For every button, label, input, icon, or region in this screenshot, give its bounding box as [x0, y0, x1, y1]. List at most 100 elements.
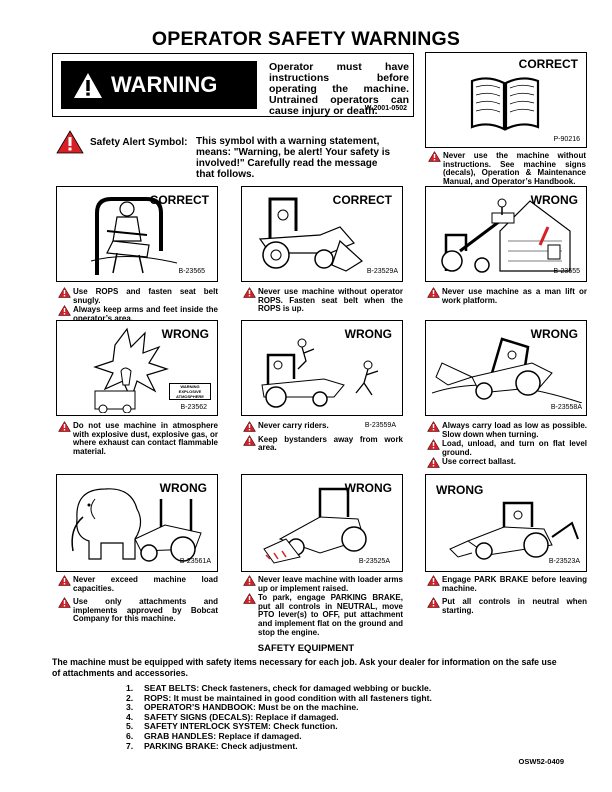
alert-triangle-icon	[427, 597, 440, 608]
panel-label: WRONG	[344, 327, 392, 341]
tipping-tractor-illustration	[432, 337, 582, 403]
caption-text: Always carry load as low as possible. Sl…	[442, 421, 587, 439]
caption-man-lift: Never use machine as a man lift or work …	[427, 287, 587, 306]
list-item: 2.ROPS: It must be maintained in good co…	[126, 692, 432, 703]
caption-rops: Never use machine without operator ROPS.…	[243, 287, 403, 315]
manual-book-icon	[470, 77, 540, 131]
operator-seated-illustration	[90, 197, 178, 275]
list-item: 3.OPERATOR’S HANDBOOK: Must be on the ma…	[126, 702, 359, 713]
caption-text: Load, unload, and turn on flat level gro…	[442, 439, 587, 457]
alert-triangle-icon	[427, 287, 440, 298]
safety-alert-icon	[56, 130, 84, 154]
safety-alert-text: This symbol with a warning statement, me…	[196, 136, 391, 180]
alert-triangle-icon	[58, 287, 71, 298]
caption-text: Put all controls in neutral when startin…	[442, 597, 587, 615]
alert-triangle-icon	[243, 434, 256, 446]
caption-text: Never exceed machine load capacities.	[73, 575, 218, 593]
panel-code: B-23525A	[358, 558, 390, 565]
panel-code: B-23555	[553, 268, 580, 275]
panel-label: CORRECT	[518, 57, 578, 71]
alert-triangle-icon	[243, 575, 256, 586]
panel-label: WRONG	[530, 327, 578, 341]
caption-riders: Never carry riders. Keep bystanders away…	[243, 421, 403, 454]
alert-triangle-icon	[427, 439, 440, 450]
caption-text: To park, engage PARKING BRAKE, put all c…	[258, 593, 403, 637]
list-item: 6.GRAB HANDLES: Replace if damaged.	[126, 730, 302, 741]
panel-label: CORRECT	[149, 193, 209, 207]
safety-equipment-intro: The machine must be equipped with safety…	[52, 657, 557, 678]
panel-code: B-23523A	[548, 558, 580, 565]
panel-man-lift: WRONG B-23555	[425, 186, 587, 282]
alert-triangle-icon	[58, 305, 71, 316]
elephant-load-illustration	[71, 488, 202, 562]
safety-alert-label: Safety Alert Symbol:	[90, 137, 188, 148]
warning-code: W-2001-0502	[364, 105, 407, 112]
alert-triangle-icon	[58, 421, 71, 432]
explosion-illustration	[93, 327, 169, 413]
panel-park-brake: WRONG B-23523A	[425, 474, 587, 572]
list-item: 7.PARKING BRAKE: Check adjustment.	[126, 740, 298, 751]
alert-triangle-icon	[427, 457, 440, 469]
warning-label: WARNING	[111, 72, 218, 97]
alert-triangle-icon	[243, 593, 256, 604]
panel-code: B-23529A	[366, 268, 398, 275]
caption-text: Never use machine without operator ROPS.…	[258, 287, 403, 314]
caption-text: Always keep arms and feet inside the ope…	[73, 305, 218, 323]
panel-label: CORRECT	[332, 193, 392, 207]
alert-triangle-icon	[243, 421, 256, 432]
caption-text: Use ROPS and fasten seat belt snugly.	[73, 287, 218, 305]
alert-triangle-icon	[58, 575, 71, 586]
caption-load: Always carry load as low as possible. Sl…	[427, 421, 587, 469]
panel-code: B-23561A	[179, 558, 211, 565]
panel-label: WRONG	[436, 483, 484, 497]
panel-explosive: WRONG WARNING EXPLOSIVE ATMOSPHERE B-235…	[56, 320, 218, 416]
panel-rops: CORRECT B-23529A	[241, 186, 403, 282]
man-lift-illustration	[441, 198, 571, 273]
warning-text: Operator must have instructions before o…	[269, 61, 409, 117]
backhoe-tractor-illustration	[449, 501, 579, 560]
caption-text: Keep bystanders away from work area.	[258, 434, 403, 453]
caption-text: Use only attachments and implements appr…	[73, 597, 218, 624]
warning-triangle-icon	[74, 72, 102, 98]
panel-code: B-23565	[178, 268, 205, 275]
panel-label: WRONG	[161, 327, 209, 341]
panel-code: P-90216	[553, 136, 580, 143]
safety-equipment-title: SAFETY EQUIPMENT	[257, 643, 355, 654]
panel-code: B-23558A	[550, 404, 582, 411]
panel-riders: WRONG B-23559A	[241, 320, 403, 429]
alert-triangle-icon	[427, 575, 440, 586]
panel-label: WRONG	[344, 481, 392, 495]
footer-code: OSW52-0409	[518, 757, 564, 766]
caption-seat-belt: Use ROPS and fasten seat belt snugly. Al…	[58, 287, 218, 324]
safety-equipment-list: 1.SEAT BELTS: Check fasteners, check for…	[126, 683, 432, 751]
alert-triangle-icon	[58, 597, 71, 608]
manual-caption: Never use the machine without instructio…	[428, 151, 586, 187]
caption-park-brake: Engage PARK BRAKE before leaving machine…	[427, 575, 587, 616]
panel-code: B-23559A	[364, 422, 396, 429]
alert-triangle-icon	[427, 421, 440, 432]
caption-explosive: Do not use machine in atmosphere with ex…	[58, 421, 218, 457]
caption-text: Use correct ballast.	[442, 457, 516, 467]
caption-text: Engage PARK BRAKE before leaving machine…	[442, 575, 587, 593]
page-title: OPERATOR SAFETY WARNINGS	[151, 28, 461, 50]
caption-text: Never carry riders.	[258, 421, 329, 430]
warning-banner: WARNING	[61, 61, 257, 109]
panel-label: WRONG	[530, 193, 578, 207]
alert-triangle-icon	[428, 151, 441, 162]
caption-text: Never use the machine without instructio…	[443, 151, 586, 186]
rider-illustration	[261, 338, 379, 408]
panel-load: WRONG B-23558A	[425, 320, 587, 416]
caption-text: Never use machine as a man lift or work …	[442, 287, 587, 305]
caption-text: Do not use machine in atmosphere with ex…	[73, 421, 218, 456]
alert-triangle-icon	[243, 287, 256, 298]
warning-box: WARNING Operator must have instructions …	[52, 53, 414, 117]
panel-capacity: WRONG B-23561A	[56, 474, 218, 572]
caption-park: Never leave machine with loader arms up …	[243, 575, 403, 638]
list-item: 5.SAFETY INTERLOCK SYSTEM: Check functio…	[126, 721, 338, 732]
explosive-warning-sign: WARNING EXPLOSIVE ATMOSPHERE	[169, 383, 211, 400]
panel-label: WRONG	[159, 481, 207, 495]
panel-code: B-23562	[180, 404, 207, 411]
parked-tractor-illustration	[263, 487, 367, 564]
panel-seat-belt: CORRECT B-23565	[56, 186, 218, 282]
manual-panel: CORRECT P-90216	[425, 52, 587, 148]
